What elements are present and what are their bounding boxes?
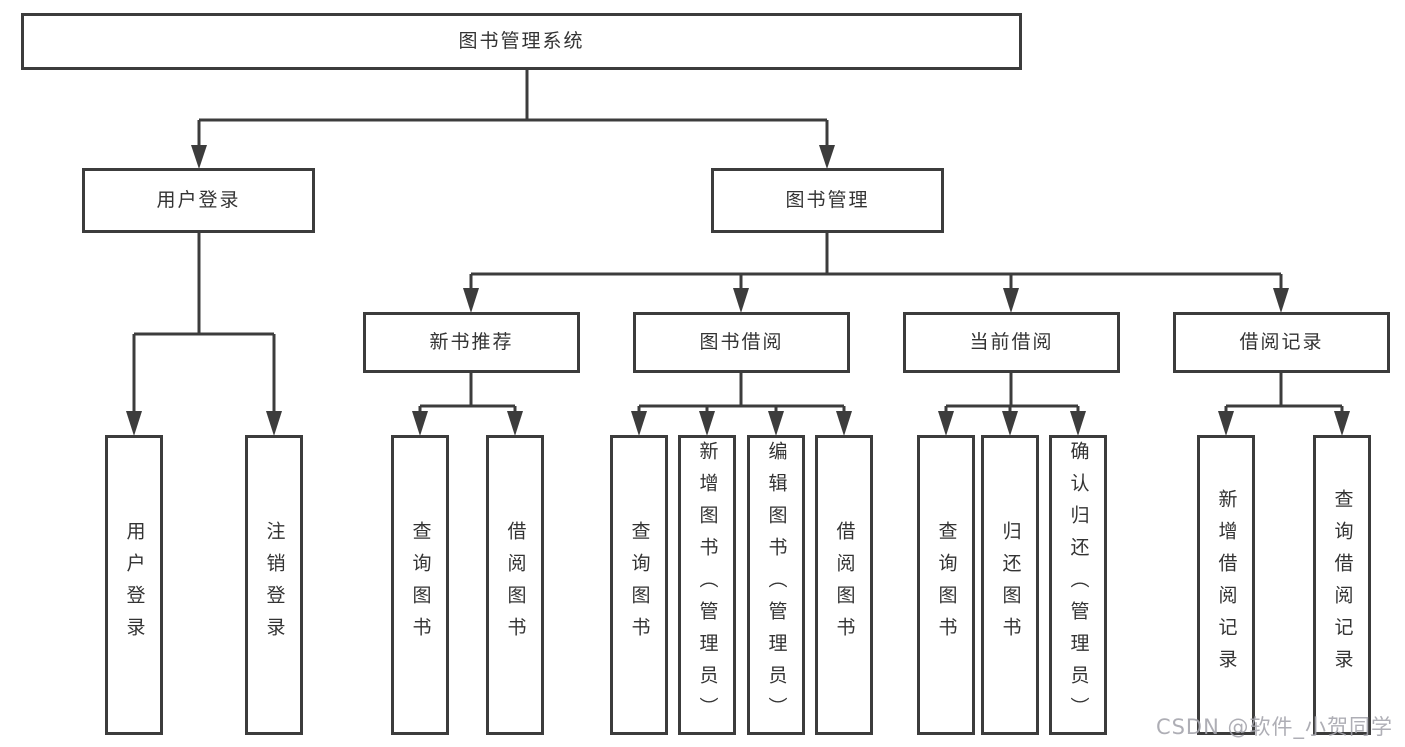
node-label: 用户登录 — [156, 189, 241, 211]
leaf-label: 新增图书（管理员） — [696, 441, 719, 729]
connector-path — [944, 373, 1080, 412]
arrowhead-icon — [768, 411, 784, 436]
arrowhead-icon — [1334, 411, 1350, 436]
arrowhead-icon — [463, 288, 479, 313]
node-label: 借阅记录 — [1239, 331, 1324, 353]
arrowhead-icon — [412, 411, 428, 436]
arrowhead-icon — [733, 288, 749, 313]
leaf-label: 查询图书 — [409, 521, 432, 649]
arrowhead-icon — [191, 145, 207, 169]
leaf-logout: 注销登录 — [245, 435, 303, 735]
arrowhead-icon — [836, 411, 852, 436]
arrowhead-icon — [126, 411, 142, 436]
leaf-query-books: 查询图书 — [610, 435, 668, 735]
leaf-edit-books-admin: 编辑图书（管理员） — [747, 435, 805, 735]
leaf-label: 查询图书 — [935, 521, 958, 649]
node-new-book-recommend: 新书推荐 — [363, 312, 580, 373]
arrowhead-icon — [507, 411, 523, 436]
leaf-borrow-books: 借阅图书 — [486, 435, 544, 735]
node-label: 图书借阅 — [699, 331, 784, 353]
connector-path — [197, 70, 829, 146]
node-borrowing-records: 借阅记录 — [1173, 312, 1390, 373]
connector-borrow-to-leaves — [631, 373, 852, 436]
connector-path — [132, 233, 276, 412]
arrowhead-icon — [1002, 411, 1018, 436]
connector-new-rec-to-leaves — [412, 373, 523, 436]
arrowhead-icon — [1273, 288, 1289, 313]
leaf-label: 查询图书 — [628, 521, 651, 649]
leaf-label: 注销登录 — [263, 521, 286, 649]
connector-records-to-leaves — [1218, 373, 1350, 436]
leaf-return-books: 归还图书 — [981, 435, 1039, 735]
leaf-add-borrow-record: 新增借阅记录 — [1197, 435, 1255, 735]
connector-path — [637, 373, 846, 412]
node-user-login: 用户登录 — [82, 168, 315, 233]
arrowhead-icon — [819, 145, 835, 169]
leaf-label: 编辑图书（管理员） — [765, 441, 788, 729]
leaf-label: 确认归还（管理员） — [1067, 441, 1090, 729]
connector-current-to-leaves — [938, 373, 1086, 436]
csdn-watermark: CSDN @软件_小贺同学 — [1155, 715, 1393, 739]
leaf-user-login: 用户登录 — [105, 435, 163, 735]
node-root-system: 图书管理系统 — [21, 13, 1022, 70]
leaf-query-books: 查询图书 — [391, 435, 449, 735]
leaf-borrow-books: 借阅图书 — [815, 435, 873, 735]
connector-root-to-level2 — [191, 70, 835, 169]
leaf-query-borrow-record: 查询借阅记录 — [1313, 435, 1371, 735]
leaf-label: 用户登录 — [123, 521, 146, 649]
connector-user-login-to-leaves — [126, 233, 282, 436]
leaf-label: 新增借阅记录 — [1215, 489, 1238, 681]
node-book-management: 图书管理 — [711, 168, 944, 233]
leaf-add-books-admin: 新增图书（管理员） — [678, 435, 736, 735]
arrowhead-icon — [699, 411, 715, 436]
connector-path — [1224, 373, 1344, 412]
connector-path — [418, 373, 517, 412]
node-current-borrowing: 当前借阅 — [903, 312, 1120, 373]
leaf-label: 归还图书 — [999, 521, 1022, 649]
arrowhead-icon — [1070, 411, 1086, 436]
connector-book-mgmt-to-level3 — [463, 233, 1289, 313]
arrowhead-icon — [631, 411, 647, 436]
node-label: 图书管理系统 — [458, 30, 585, 52]
leaf-label: 查询借阅记录 — [1331, 489, 1354, 681]
arrowhead-icon — [1003, 288, 1019, 313]
node-label: 图书管理 — [785, 189, 870, 211]
node-label: 新书推荐 — [429, 331, 514, 353]
leaf-query-books: 查询图书 — [917, 435, 975, 735]
arrowhead-icon — [1218, 411, 1234, 436]
node-label: 当前借阅 — [969, 331, 1054, 353]
leaf-label: 借阅图书 — [833, 521, 856, 649]
leaf-label: 借阅图书 — [504, 521, 527, 649]
connector-path — [469, 233, 1283, 289]
leaf-confirm-return-admin: 确认归还（管理员） — [1049, 435, 1107, 735]
arrowhead-icon — [266, 411, 282, 436]
node-book-borrowing: 图书借阅 — [633, 312, 850, 373]
arrowhead-icon — [938, 411, 954, 436]
